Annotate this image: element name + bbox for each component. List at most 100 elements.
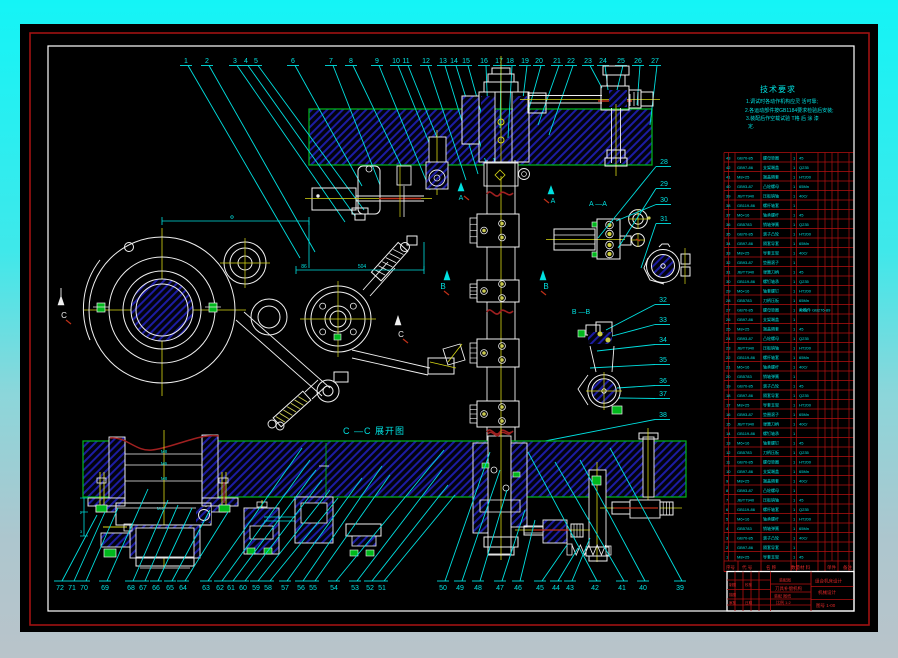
svg-text:支架端盖: 支架端盖 <box>763 164 779 170</box>
svg-text:轴套螺钉: 轴套螺钉 <box>763 440 779 446</box>
svg-text:销轴弹簧: 销轴弹簧 <box>763 525 779 531</box>
svg-text:1: 1 <box>793 526 796 531</box>
svg-text:轴承螺杆: 轴承螺杆 <box>763 364 779 370</box>
svg-text:导套支架: 导套支架 <box>763 250 779 256</box>
svg-text:1: 1 <box>793 260 796 265</box>
svg-text:Q235: Q235 <box>799 165 810 170</box>
svg-text:1: 1 <box>793 412 796 417</box>
svg-text:A —A: A —A <box>589 201 607 208</box>
svg-text:Q235: Q235 <box>799 450 810 455</box>
svg-text:JB/T7940: JB/T7940 <box>737 270 755 275</box>
svg-text:1: 1 <box>793 422 796 427</box>
svg-text:6: 6 <box>291 58 295 65</box>
svg-text:53: 53 <box>351 585 359 592</box>
svg-text:40Cr: 40Cr <box>799 251 808 256</box>
svg-text:33: 33 <box>726 251 731 256</box>
svg-text:1: 1 <box>793 251 796 256</box>
svg-text:1: 1 <box>793 289 796 294</box>
svg-text:14: 14 <box>726 431 731 436</box>
svg-text:38: 38 <box>726 203 731 208</box>
svg-text:隔套导套: 隔套导套 <box>763 544 779 550</box>
svg-text:凸轮螺母: 凸轮螺母 <box>763 487 779 493</box>
svg-text:定.: 定. <box>748 123 754 130</box>
svg-text:螺母垫圈: 螺母垫圈 <box>763 155 779 161</box>
svg-text:37: 37 <box>659 391 667 398</box>
svg-text:M6×16: M6×16 <box>737 517 750 522</box>
svg-text:GB93-87: GB93-87 <box>737 488 754 493</box>
svg-text:凸轮螺母: 凸轮螺母 <box>763 335 779 341</box>
svg-text:1: 1 <box>793 355 796 360</box>
svg-text:25: 25 <box>617 58 625 65</box>
svg-text:M8×25: M8×25 <box>737 555 750 560</box>
svg-text:Q235: Q235 <box>799 336 810 341</box>
svg-text:29: 29 <box>660 181 668 188</box>
svg-text:9: 9 <box>375 58 379 65</box>
svg-text:HT200: HT200 <box>799 403 812 408</box>
svg-text:GB97-86: GB97-86 <box>737 469 754 474</box>
svg-text:33: 33 <box>659 317 667 324</box>
svg-text:65Mn: 65Mn <box>799 412 809 417</box>
svg-text:日期: 日期 <box>745 600 753 605</box>
svg-text:61: 61 <box>227 585 235 592</box>
svg-text:支架端盖: 支架端盖 <box>763 468 779 474</box>
svg-text:25: 25 <box>726 327 731 332</box>
svg-text:JB/T7940: JB/T7940 <box>737 422 755 427</box>
svg-text:68: 68 <box>127 585 135 592</box>
svg-text:3.装配后作空载试验 T格 后 涂 漆: 3.装配后作空载试验 T格 后 涂 漆 <box>746 115 819 122</box>
svg-text:GB5783: GB5783 <box>737 526 752 531</box>
svg-text:504: 504 <box>358 264 367 270</box>
svg-text:1: 1 <box>793 213 796 218</box>
svg-text:垫圈滚子: 垫圈滚子 <box>763 411 779 417</box>
svg-text:GB119-86: GB119-86 <box>737 507 756 512</box>
svg-text:28: 28 <box>660 159 668 166</box>
svg-text:45: 45 <box>799 270 804 275</box>
svg-text:1: 1 <box>793 156 796 161</box>
svg-text:44: 44 <box>552 585 560 592</box>
svg-text:M6×16: M6×16 <box>737 441 750 446</box>
svg-text:GB5783: GB5783 <box>737 298 752 303</box>
svg-text:41: 41 <box>618 585 626 592</box>
svg-text:GB70-85: GB70-85 <box>737 384 754 389</box>
svg-text:32: 32 <box>659 297 667 304</box>
svg-text:螺杆轴套: 螺杆轴套 <box>763 506 779 512</box>
svg-text:45: 45 <box>799 327 804 332</box>
svg-text:26: 26 <box>726 317 731 322</box>
svg-text:1: 1 <box>793 270 796 275</box>
svg-text:57: 57 <box>281 585 289 592</box>
svg-text:70: 70 <box>80 585 88 592</box>
svg-text:1: 1 <box>793 460 796 465</box>
svg-text:代 号: 代 号 <box>742 564 753 571</box>
svg-text:38: 38 <box>659 412 667 419</box>
svg-text:HT200: HT200 <box>799 346 812 351</box>
svg-text:技术要求: 技术要求 <box>760 84 796 94</box>
svg-text:制图: 制图 <box>729 582 737 587</box>
svg-text:6: 6 <box>726 507 729 512</box>
svg-text:M6×16: M6×16 <box>737 289 750 294</box>
svg-text:垫圈滚子: 垫圈滚子 <box>763 259 779 265</box>
svg-text:B: B <box>440 282 445 291</box>
svg-text:40: 40 <box>726 184 731 189</box>
svg-text:2.各运动部件按GB1184要求检验后安装;: 2.各运动部件按GB1184要求检验后安装; <box>745 107 834 114</box>
svg-text:63: 63 <box>202 585 210 592</box>
svg-text:17: 17 <box>495 58 503 65</box>
svg-text:螺钉轴承: 螺钉轴承 <box>763 278 779 284</box>
svg-text:15: 15 <box>462 58 470 65</box>
svg-text:1: 1 <box>793 555 796 560</box>
svg-text:端盖隔套: 端盖隔套 <box>763 326 779 332</box>
svg-text:1: 1 <box>793 232 796 237</box>
svg-text:27: 27 <box>651 58 659 65</box>
svg-text:24: 24 <box>726 336 731 341</box>
svg-text:51: 51 <box>378 585 386 592</box>
svg-text:2: 2 <box>726 545 729 550</box>
svg-text:28: 28 <box>726 298 731 303</box>
svg-text:37: 37 <box>726 213 731 218</box>
svg-text:Q235: Q235 <box>799 507 810 512</box>
svg-text:65Mn: 65Mn <box>799 298 809 303</box>
svg-text:1: 1 <box>793 536 796 541</box>
svg-text:C —C 展开图: C —C 展开图 <box>343 426 405 436</box>
svg-text:59: 59 <box>252 585 260 592</box>
svg-text:隔套导套: 隔套导套 <box>763 392 779 398</box>
svg-text:GB97-86: GB97-86 <box>737 317 754 322</box>
svg-text:40Cr: 40Cr <box>799 308 808 313</box>
svg-text:1: 1 <box>793 317 796 322</box>
